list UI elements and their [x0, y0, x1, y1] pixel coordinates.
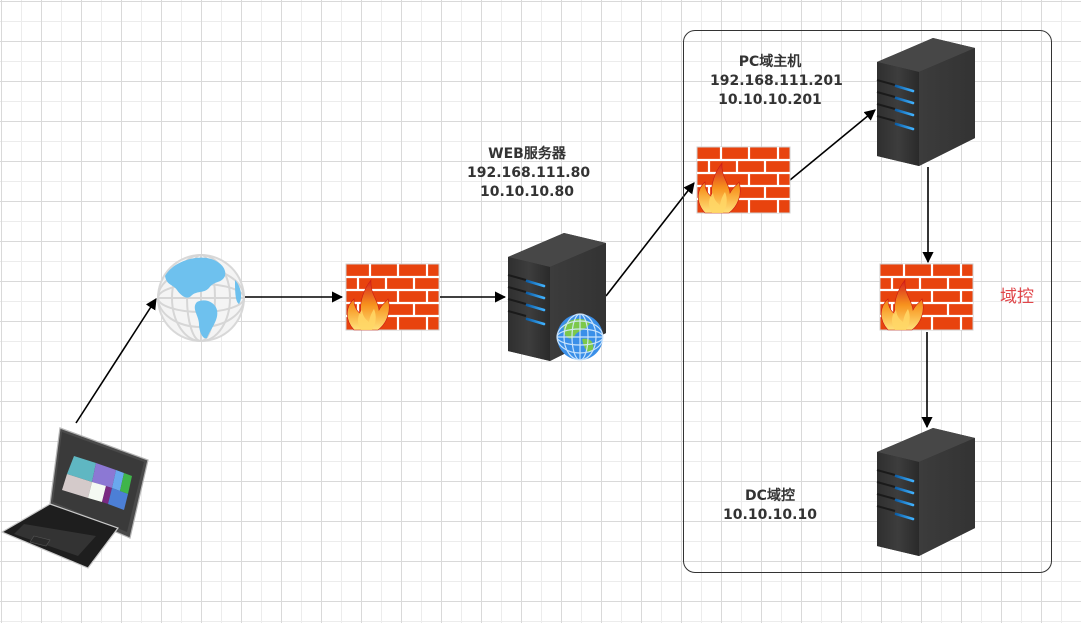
- edge-pc-firewall-to-pc-host: [789, 109, 876, 181]
- laptop-icon[interactable]: [0, 427, 149, 569]
- internal-domain-group: [683, 30, 1052, 573]
- web-server-label: WEB服务器 192.168.111.80 10.10.10.80: [467, 145, 591, 202]
- pc-host-title: PC域主机: [738, 54, 802, 70]
- dc-ip-1: 10.10.10.10: [723, 507, 817, 523]
- internet-globe-icon[interactable]: [157, 254, 245, 342]
- web-server-icon[interactable]: [506, 231, 608, 363]
- pc-host-label: PC域主机 192.168.111.201 10.10.10.201: [710, 53, 843, 110]
- edge-webserver-to-pc-firewall: [605, 182, 695, 297]
- edge-firewall-icon[interactable]: [344, 262, 441, 332]
- dc-firewall-annotation: 域控: [1000, 287, 1034, 307]
- edge-laptop-to-internet: [75, 298, 157, 424]
- dc-title: DC域控: [745, 488, 795, 504]
- web-server-ip-1: 192.168.111.80: [467, 165, 591, 181]
- web-server-title: WEB服务器: [488, 146, 566, 162]
- edges: [75, 109, 934, 429]
- web-globe-badge-icon: [556, 313, 604, 361]
- dc-label: DC域控 10.10.10.10: [720, 487, 820, 525]
- pc-host-ip-2: 10.10.10.201: [718, 92, 822, 108]
- web-server-ip-2: 10.10.10.80: [480, 184, 574, 200]
- pc-host-ip-1: 192.168.111.201: [710, 73, 843, 89]
